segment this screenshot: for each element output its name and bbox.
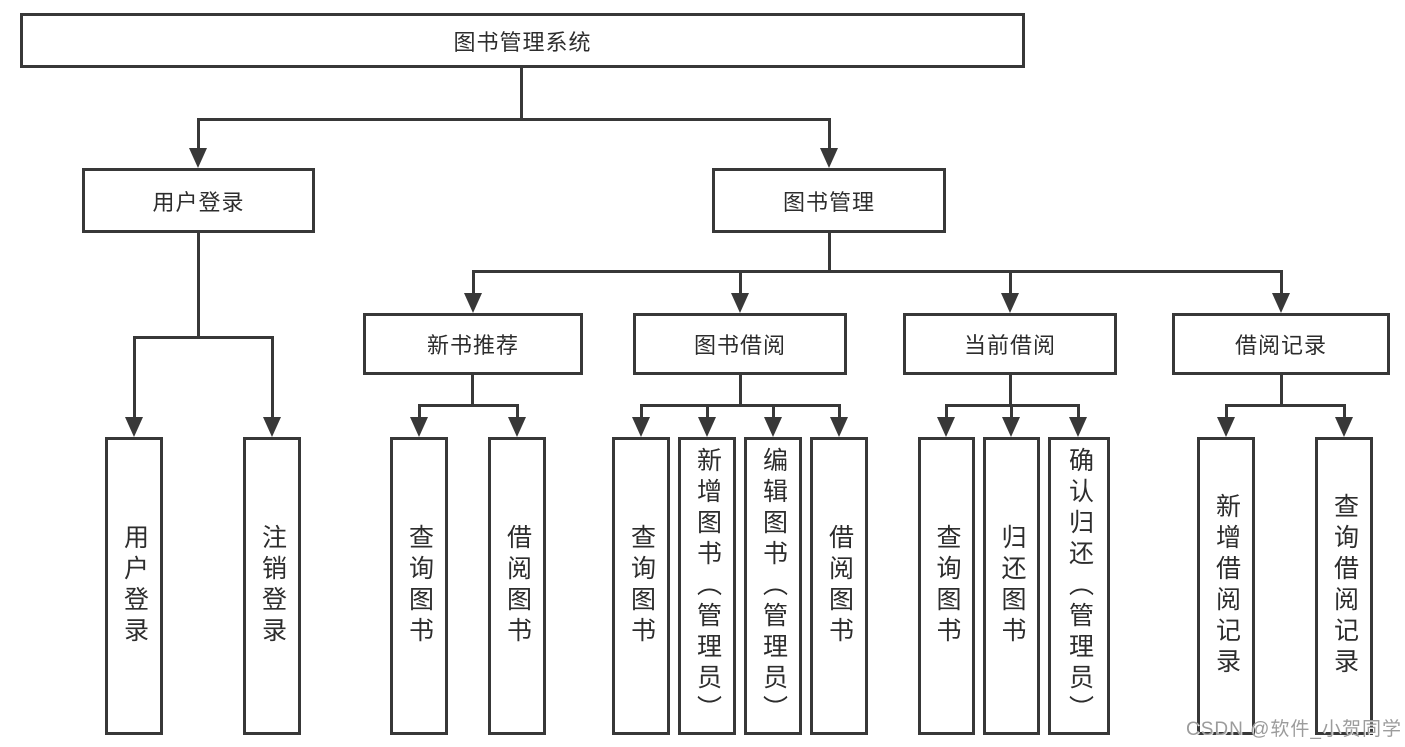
connector-leaf-stub [1010, 404, 1013, 420]
leaf-newbooks-query-label: 查询图书 [405, 524, 434, 648]
connector-root-drop [520, 68, 523, 120]
connector-logout-stub [271, 336, 274, 420]
connector-leaf-stub [1343, 404, 1346, 420]
node-current-borrow: 当前借阅 [903, 313, 1117, 375]
leaf-current-confirm: 确认归还（管理员） [1048, 437, 1110, 735]
connector-leaf-stub [418, 404, 421, 420]
arrowhead [508, 417, 526, 437]
connector-book-mgmt-drop [828, 233, 831, 272]
node-root: 图书管理系统 [20, 13, 1025, 68]
connector-borrow-records-stub [1280, 270, 1283, 296]
watermark-text: CSDN @软件_小贺同学 [1186, 719, 1402, 740]
connector-current-borrow-drop [1009, 375, 1012, 406]
leaf-borrow-edit-label: 编辑图书（管理员） [759, 446, 788, 726]
arrowhead [1069, 417, 1087, 437]
arrowhead [1217, 417, 1235, 437]
node-book-borrow: 图书借阅 [633, 313, 847, 375]
connector-book-mgmt-rail [472, 270, 1282, 273]
leaf-borrow-edit: 编辑图书（管理员） [744, 437, 802, 735]
node-root-label: 图书管理系统 [453, 29, 592, 55]
connector-book-borrow-rail [640, 404, 841, 407]
node-book-borrow-label: 图书借阅 [693, 333, 786, 358]
connector-user-login-drop [197, 233, 200, 338]
leaf-current-confirm-label: 确认归还（管理员） [1065, 446, 1094, 726]
arrowhead [764, 417, 782, 437]
connector-leaf-stub [838, 404, 841, 420]
connector-new-books-rail [418, 404, 518, 407]
arrowhead [125, 417, 143, 437]
arrowhead [830, 417, 848, 437]
leaf-current-query-label: 查询图书 [933, 524, 961, 648]
connector-current-borrow-stub [1009, 270, 1012, 296]
arrowhead [1002, 417, 1020, 437]
connector-leaf-stub [516, 404, 519, 420]
connector-login-stub [133, 336, 136, 420]
connector-new-books-drop [471, 375, 474, 406]
node-borrow-records: 借阅记录 [1172, 313, 1390, 375]
connector-book-borrow-stub [739, 270, 742, 296]
leaf-logout-label: 注销登录 [258, 524, 287, 648]
leaf-newbooks-query: 查询图书 [390, 437, 448, 735]
arrowhead [820, 148, 838, 168]
node-user-login: 用户登录 [82, 168, 315, 233]
leaf-borrow-query: 查询图书 [612, 437, 670, 735]
leaf-borrow-add: 新增图书（管理员） [678, 437, 736, 735]
leaf-borrow-borrow: 借阅图书 [810, 437, 868, 735]
node-new-books: 新书推荐 [363, 313, 583, 375]
connector-borrow-records-drop [1280, 375, 1283, 406]
node-user-login-label: 用户登录 [152, 189, 245, 215]
node-book-mgmt: 图书管理 [712, 168, 946, 233]
connector-leaf-stub [1077, 404, 1080, 420]
connector-book-mgmt-stub [828, 118, 831, 151]
leaf-records-query-label: 查询借阅记录 [1330, 493, 1359, 679]
connector-leaf-stub [772, 404, 775, 420]
arrowhead [632, 417, 650, 437]
leaf-borrow-borrow-label: 借阅图书 [825, 524, 854, 648]
connector-user-login-rail [133, 336, 274, 339]
connector-leaf-stub [640, 404, 643, 420]
node-current-borrow-label: 当前借阅 [963, 333, 1056, 358]
leaf-records-add-label: 新增借阅记录 [1212, 493, 1241, 679]
leaf-newbooks-borrow: 借阅图书 [488, 437, 546, 735]
arrowhead [1272, 293, 1290, 313]
leaf-records-query: 查询借阅记录 [1315, 437, 1373, 735]
leaf-login: 用户登录 [105, 437, 163, 735]
arrowhead [937, 417, 955, 437]
node-borrow-records-label: 借阅记录 [1234, 333, 1327, 358]
leaf-records-add: 新增借阅记录 [1197, 437, 1255, 735]
arrowhead [410, 417, 428, 437]
leaf-current-query: 查询图书 [918, 437, 975, 735]
node-book-mgmt-label: 图书管理 [782, 189, 875, 215]
arrowhead [1335, 417, 1353, 437]
connector-user-login-stub [197, 118, 200, 151]
leaf-newbooks-borrow-label: 借阅图书 [503, 524, 532, 648]
connector-leaf-stub [1225, 404, 1228, 420]
leaf-borrow-query-label: 查询图书 [627, 524, 656, 648]
connector-new-books-stub [472, 270, 475, 296]
connector-leaf-stub [706, 404, 709, 420]
arrowhead [698, 417, 716, 437]
arrowhead [189, 148, 207, 168]
arrowhead [731, 293, 749, 313]
leaf-logout: 注销登录 [243, 437, 301, 735]
arrowhead [464, 293, 482, 313]
leaf-current-return: 归还图书 [983, 437, 1040, 735]
leaf-login-label: 用户登录 [120, 524, 149, 648]
leaf-current-return-label: 归还图书 [998, 524, 1026, 648]
connector-root-rail [197, 118, 830, 121]
arrowhead [1001, 293, 1019, 313]
leaf-borrow-add-label: 新增图书（管理员） [693, 446, 722, 726]
connector-book-borrow-drop [739, 375, 742, 406]
connector-borrow-records-rail [1225, 404, 1345, 407]
arrowhead [263, 417, 281, 437]
node-new-books-label: 新书推荐 [426, 333, 519, 358]
connector-leaf-stub [945, 404, 948, 420]
